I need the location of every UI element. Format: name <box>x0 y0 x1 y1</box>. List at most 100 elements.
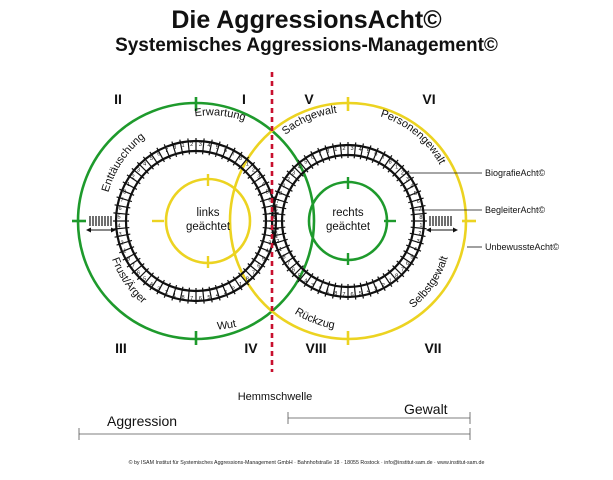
right-scale-digit: 8 <box>334 291 337 297</box>
right-scale-tick <box>332 282 337 299</box>
right-scale-digit: 2 <box>401 170 404 176</box>
left-scale-tick <box>119 246 135 254</box>
left-scale-digit: 2 <box>190 142 193 148</box>
right-scale-tick <box>332 143 337 160</box>
right-scale-tick <box>396 260 410 272</box>
right-scale-digit: 3 <box>292 170 295 176</box>
hemmschwelle-label: Hemmschwelle <box>238 391 313 403</box>
right-scale-tick <box>317 147 325 164</box>
right-scale-digit: 5 <box>359 291 362 297</box>
right-scale-digit: 6 <box>406 261 409 267</box>
left-scale-digit: 2 <box>132 174 135 180</box>
left-scale-tick <box>122 252 138 261</box>
left-scale-digit: 3 <box>268 240 271 246</box>
page-title: Die AggressionsAcht© <box>171 6 442 34</box>
left-scale-tick <box>214 141 221 158</box>
left-center-label-line2: geächtet <box>186 221 231 233</box>
right-arrow-left <box>426 227 431 233</box>
right-scale-tick <box>303 273 314 288</box>
right-scale-tick <box>403 250 418 259</box>
left-scale-tick <box>208 139 213 156</box>
left-scale-digit: 4 <box>262 182 265 188</box>
left-scale-digit: 8 <box>127 256 130 262</box>
right-scale-digit: 5 <box>298 273 301 279</box>
left-scale-tick <box>131 263 145 275</box>
page-subtitle: Systemisches Aggressions-Management© <box>115 35 498 56</box>
left-scale-digit: 7 <box>232 152 235 158</box>
left-scale-tick <box>156 279 165 295</box>
right-scale-digit: 7 <box>318 152 321 158</box>
right-scale-tick <box>353 142 357 159</box>
right-scale-tick <box>274 244 291 252</box>
right-scale-tick <box>353 283 357 300</box>
left-scale-digit: 6 <box>257 264 260 270</box>
quadrant-numeral-ii: II <box>114 91 122 107</box>
quadrant-numeral-vii: VII <box>424 340 441 356</box>
left-scale-digit: 8 <box>246 276 249 282</box>
left-scale-digit: 5 <box>207 295 210 301</box>
right-scale-tick <box>286 170 300 182</box>
right-scale-tick <box>317 278 325 295</box>
left-scale-tick <box>232 151 243 166</box>
left-scale-digit: 4 <box>118 223 121 229</box>
right-scale-digit: 3 <box>417 239 420 245</box>
left-scale-digit: 5 <box>266 190 269 196</box>
left-scale-tick <box>251 257 266 268</box>
right-scale-tick <box>365 145 372 161</box>
left-outer-ticks <box>72 97 198 345</box>
left-scale-digit: 2 <box>252 168 255 174</box>
left-scale-digit: 7 <box>132 264 135 270</box>
right-scale-tick <box>324 145 331 161</box>
right-scale-digit: 5 <box>410 254 413 260</box>
left-center-label-line1: links <box>196 207 219 219</box>
right-scale-digit: 6 <box>374 152 377 158</box>
right-scale-digit: 7 <box>287 261 290 267</box>
left-scale-ticks <box>113 138 279 304</box>
right-scale-tick <box>377 276 386 291</box>
left-scale-tick <box>142 272 154 286</box>
right-scale-digit: 8 <box>326 149 329 155</box>
left-scale-tick <box>114 233 131 238</box>
right-scale-digit: 2 <box>287 177 290 183</box>
right-scale-tick <box>339 283 343 300</box>
left-scale-digit: 3 <box>199 142 202 148</box>
left-scale-tick <box>163 144 171 160</box>
right-scale-tick <box>324 281 331 297</box>
left-scale-tick <box>142 156 154 170</box>
right-scale-tick <box>410 212 427 216</box>
right-scale-tick <box>272 238 288 245</box>
left-scale-tick <box>221 144 229 160</box>
right-scale-digit: 2 <box>342 146 345 152</box>
right-scale-tick <box>278 183 293 192</box>
right-scale-tick <box>410 226 427 230</box>
left-scale-digit: 1 <box>239 282 242 288</box>
right-scale-tick <box>400 176 415 187</box>
right-scale-digit: 1 <box>283 184 286 190</box>
left-scale-digit: 8 <box>239 156 242 162</box>
left-scale-tick <box>257 246 273 254</box>
quadrant-numeral-i: I <box>242 91 246 107</box>
right-scale-tick <box>359 143 364 160</box>
left-scale-tick <box>251 174 266 185</box>
left-scale-tick <box>254 252 270 261</box>
quadrant-numeral-vi: VI <box>422 91 435 107</box>
left-scale-tick <box>242 267 256 281</box>
right-scale-tick <box>409 232 426 237</box>
left-scale-tick <box>238 272 250 286</box>
footer-copyright: © by ISAM Institut für Systemisches Aggr… <box>128 460 485 466</box>
left-scale-tick <box>201 287 205 304</box>
right-scale-digit: 7 <box>382 155 385 161</box>
right-scale-tick <box>382 154 393 169</box>
right-scale-tick <box>303 154 314 169</box>
right-outer-ticks <box>346 97 476 345</box>
left-scale-tick <box>214 284 221 301</box>
right-scale-digit: 6 <box>292 268 295 274</box>
left-scale-tick <box>119 188 135 196</box>
right-center-label-line2: geächtet <box>326 221 371 233</box>
right-scale-tick <box>281 255 296 266</box>
right-scale-digit: 4 <box>367 289 370 295</box>
right-scale-digit: 8 <box>283 254 286 260</box>
right-scale-tick <box>278 250 293 259</box>
right-scale-digit: 8 <box>419 215 422 221</box>
